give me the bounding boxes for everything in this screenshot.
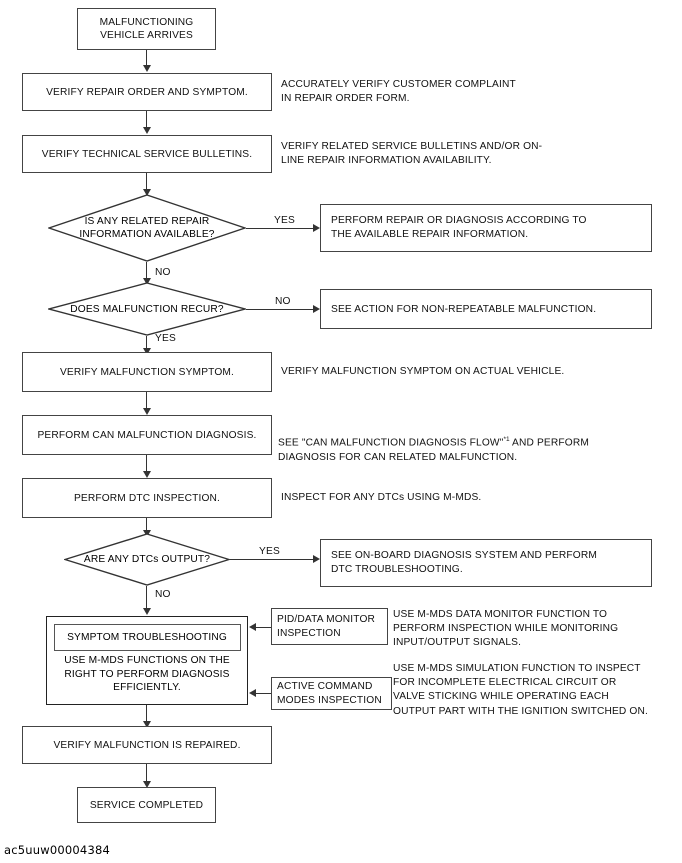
decision-label: DOES MALFUNCTION RECUR? [70,303,224,315]
decision-repair-information-available[interactable]: IS ANY RELATED REPAIR INFORMATION AVAILA… [48,194,246,262]
node-label: SYMPTOM TROUBLESHOOTING [67,632,227,643]
connector-verify-repaired-to-completed [146,764,148,782]
branch-label-yes: YES [259,546,280,557]
outcome-non-repeatable-malfunction[interactable]: SEE ACTION FOR NON-REPEATABLE MALFUNCTIO… [320,289,652,329]
arrowhead-left [249,689,256,697]
node-perform-dtc-inspection[interactable]: PERFORM DTC INSPECTION. [22,478,272,518]
annotation-verify-tsb: VERIFY RELATED SERVICE BULLETINS AND/OR … [281,141,543,167]
connector-decision2-yes [146,336,148,349]
node-symptom-troubleshooting-caption: USE M-MDS FUNCTIONS ON THE RIGHT TO PERF… [64,655,230,693]
connector-tsb-to-decision1 [146,173,148,190]
arrowhead-right [313,555,320,563]
arrowhead-right [313,224,320,232]
node-symptom-troubleshooting-title[interactable]: SYMPTOM TROUBLESHOOTING [53,624,241,651]
arrowhead-down [142,189,151,196]
connector-decision3-yes [230,558,314,560]
connector-symptom-to-can [146,392,148,409]
node-perform-can-malfunction-diagnosis[interactable]: PERFORM CAN MALFUNCTION DIAGNOSIS. [22,415,272,455]
annotation-verify-malfunction-symptom: VERIFY MALFUNCTION SYMPTOM ON ACTUAL VEH… [281,366,565,377]
node-label: VERIFY MALFUNCTION SYMPTOM. [59,366,235,378]
node-service-completed[interactable]: SERVICE COMPLETED [77,787,216,823]
node-pid-data-monitor-inspection[interactable]: PID/DATA MONITOR INSPECTION [271,608,388,645]
branch-label-yes: YES [274,215,295,226]
arrowhead-down [142,65,151,72]
arrowhead-down [142,608,151,615]
node-label: VERIFY REPAIR ORDER AND SYMPTOM. [46,86,248,98]
arrowhead-down [142,781,151,788]
decision-are-any-dtcs-output[interactable]: ARE ANY DTCs OUTPUT? [64,533,230,586]
node-label: VERIFY MALFUNCTION IS REPAIRED. [53,739,241,751]
node-malfunctioning-vehicle-arrives[interactable]: MALFUNCTIONING VEHICLE ARRIVES [77,8,216,50]
outcome-label: SEE ACTION FOR NON-REPEATABLE MALFUNCTIO… [331,303,597,315]
node-active-command-modes-inspection[interactable]: ACTIVE COMMAND MODES INSPECTION [271,677,392,710]
outcome-on-board-diagnosis-system[interactable]: SEE ON-BOARD DIAGNOSIS SYSTEM AND PERFOR… [320,539,652,587]
connector-pid-to-symptom [252,626,271,628]
connector-can-to-dtc [146,455,148,472]
node-symptom-troubleshooting-block[interactable]: SYMPTOM TROUBLESHOOTING USE M-MDS FUNCTI… [46,616,248,705]
node-label: SERVICE COMPLETED [89,799,204,811]
decision-label: IS ANY RELATED REPAIR INFORMATION AVAILA… [79,216,215,240]
connector-decision3-no [146,586,148,609]
annotation-pid-data-monitor: USE M-MDS DATA MONITOR FUNCTION TO PERFO… [393,609,619,649]
outcome-perform-repair-or-diagnosis[interactable]: PERFORM REPAIR OR DIAGNOSIS ACCORDING TO… [320,204,652,252]
connector-decision1-yes [246,227,314,229]
connector-ro-to-tsb [146,111,148,128]
node-label: PID/DATA MONITOR INSPECTION [277,614,376,639]
node-verify-repair-order[interactable]: VERIFY REPAIR ORDER AND SYMPTOM. [22,73,272,111]
connector-start-to-verify-ro [146,50,148,66]
connector-decision1-no [146,262,148,279]
branch-label-yes: YES [155,333,176,344]
arrowhead-left [249,623,256,631]
connector-active-command-to-symptom [252,692,271,694]
arrowhead-down [142,408,151,415]
node-label: PERFORM DTC INSPECTION. [73,492,221,504]
annotation-perform-can: SEE "CAN MALFUNCTION DIAGNOSIS FLOW"*1 A… [278,419,678,465]
diamond-shape [48,282,246,336]
node-label: MALFUNCTIONING VEHICLE ARRIVES [99,17,194,41]
arrowhead-down [142,348,151,355]
outcome-label: PERFORM REPAIR OR DIAGNOSIS ACCORDING TO… [331,214,587,241]
arrowhead-down [142,721,151,728]
arrowhead-down [142,471,151,478]
node-verify-malfunction-symptom[interactable]: VERIFY MALFUNCTION SYMPTOM. [22,352,272,392]
node-label: PERFORM CAN MALFUNCTION DIAGNOSIS. [37,429,257,441]
figure-id-code: ac5uuw00004384 [4,843,111,857]
arrowhead-right [313,305,320,313]
node-verify-malfunction-is-repaired[interactable]: VERIFY MALFUNCTION IS REPAIRED. [22,726,272,764]
node-label: VERIFY TECHNICAL SERVICE BULLETINS. [41,148,253,160]
diamond-shape [64,533,230,586]
arrowhead-down [142,278,151,285]
branch-label-no: NO [155,589,171,600]
annotation-perform-dtc: INSPECT FOR ANY DTCs USING M-MDS. [281,492,482,503]
connector-dtc-to-decision3 [146,518,148,532]
outcome-label: SEE ON-BOARD DIAGNOSIS SYSTEM AND PERFOR… [331,549,597,576]
annotation-can-text-pre: SEE "CAN MALFUNCTION DIAGNOSIS FLOW" [278,437,504,449]
decision-malfunction-recur[interactable]: DOES MALFUNCTION RECUR? [48,282,246,336]
annotation-can-text-post: AND PERFORM DIAGNOSIS FOR CAN RELATED MA… [278,437,589,463]
annotation-active-command-modes: USE M-MDS SIMULATION FUNCTION TO INSPECT… [393,663,648,717]
branch-label-no: NO [275,296,291,307]
annotation-verify-repair-order: ACCURATELY VERIFY CUSTOMER COMPLAINT IN … [281,79,516,105]
branch-label-no: NO [155,267,171,278]
connector-symptom-to-verify-repaired [146,705,148,722]
node-verify-technical-service-bulletins[interactable]: VERIFY TECHNICAL SERVICE BULLETINS. [22,135,272,173]
node-label: ACTIVE COMMAND MODES INSPECTION [277,681,382,706]
connector-decision2-no [246,308,314,310]
footnote-marker: *1 [503,436,510,444]
decision-label: ARE ANY DTCs OUTPUT? [83,554,211,565]
diamond-shape [48,194,246,262]
arrowhead-down [142,127,151,134]
